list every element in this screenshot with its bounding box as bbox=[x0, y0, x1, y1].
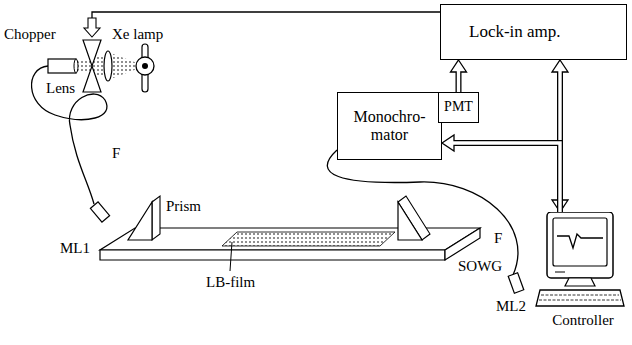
label-text: F bbox=[494, 230, 502, 246]
lb-film-area bbox=[222, 232, 395, 246]
part-label: Prism bbox=[166, 198, 201, 215]
lamp-arc bbox=[142, 63, 148, 69]
monitor-stand bbox=[565, 278, 595, 286]
label-text: SOWG bbox=[458, 258, 502, 274]
instrument-box: Lock-in amp. bbox=[440, 4, 627, 60]
microlens-body bbox=[508, 273, 524, 293]
part-label: LB-film bbox=[206, 274, 255, 291]
prism bbox=[398, 202, 422, 240]
lens bbox=[104, 51, 112, 81]
detector-box: PMT bbox=[438, 92, 479, 123]
chopper-signal-wire bbox=[92, 12, 440, 18]
part-label: Chopper bbox=[4, 26, 56, 43]
label-text: ML1 bbox=[60, 240, 90, 256]
node-title: Monochro- mator bbox=[344, 108, 435, 145]
part-label: Lens bbox=[46, 80, 75, 97]
leader-line bbox=[230, 242, 232, 271]
connector-outline bbox=[454, 143, 560, 212]
lamp-electrode bbox=[142, 44, 148, 92]
label-text: Lens bbox=[46, 80, 75, 96]
keyboard bbox=[536, 290, 624, 306]
optical-fiber bbox=[327, 150, 518, 275]
node-title: Lock-in amp. bbox=[469, 22, 598, 42]
waveguide-side bbox=[445, 228, 480, 260]
label-text: Prism bbox=[166, 198, 201, 214]
fiber-coupler-end bbox=[74, 59, 78, 73]
monitor-case bbox=[547, 212, 613, 278]
connector-channel bbox=[457, 69, 460, 92]
label-text: LB-film bbox=[206, 274, 255, 290]
monitor-slot bbox=[555, 272, 565, 273]
label-text: Chopper bbox=[4, 26, 56, 42]
screen-trace bbox=[557, 234, 603, 248]
microlens-body bbox=[90, 202, 109, 222]
chopper-drive-symbol bbox=[84, 18, 100, 37]
part-label: SOWG bbox=[458, 258, 502, 275]
optical-fiber bbox=[32, 66, 107, 204]
waveguide-front bbox=[100, 250, 445, 260]
part-label: Xe lamp bbox=[112, 26, 163, 43]
fiber-label: F bbox=[494, 230, 502, 247]
chopper-blade bbox=[83, 66, 101, 92]
double-arrow-connector bbox=[442, 135, 560, 212]
keyboard-keys bbox=[539, 300, 621, 301]
xe-lamp-bulb bbox=[136, 57, 154, 75]
monitor-screen bbox=[553, 218, 607, 266]
part-label: ML1 bbox=[60, 240, 90, 257]
label-text: Xe lamp bbox=[112, 26, 163, 42]
prism-side bbox=[398, 196, 430, 240]
part-label: ML2 bbox=[496, 298, 526, 315]
label-text: F bbox=[112, 145, 120, 161]
chopper-blade bbox=[83, 40, 101, 66]
label-text: ML2 bbox=[496, 298, 526, 314]
connector-channel bbox=[451, 143, 560, 212]
node-caption: Controller bbox=[535, 312, 631, 329]
computer-node: Controller bbox=[535, 212, 631, 334]
instrument-box: Monochro- mator bbox=[337, 92, 442, 160]
fiber-coupler bbox=[48, 59, 76, 73]
microlens-2 bbox=[508, 273, 524, 293]
double-arrow-connector bbox=[451, 60, 467, 92]
keyboard-keys bbox=[541, 295, 619, 296]
microlens-1 bbox=[90, 202, 109, 222]
fiber-label: F bbox=[112, 145, 120, 162]
node-title: PMT bbox=[443, 99, 474, 115]
computer-icon bbox=[535, 212, 625, 310]
prism-side bbox=[152, 196, 160, 240]
prism bbox=[128, 202, 152, 240]
